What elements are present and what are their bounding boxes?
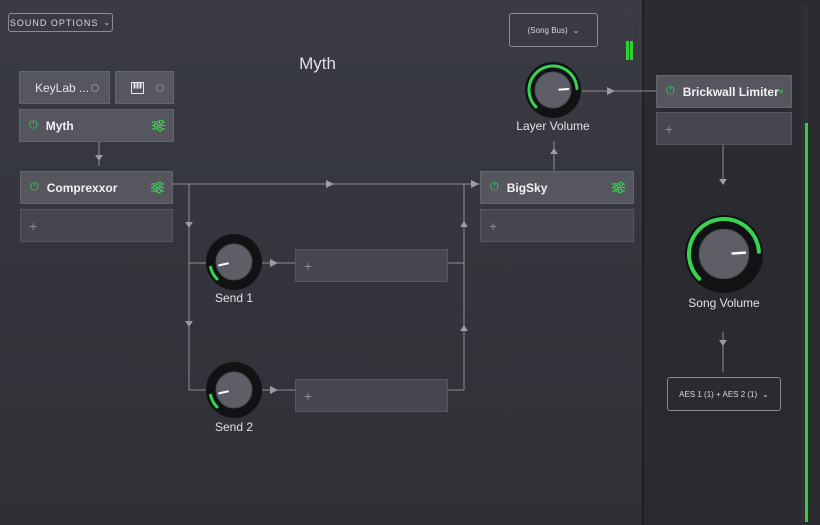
knob-indicator bbox=[731, 251, 747, 255]
sliders-icon[interactable] bbox=[612, 181, 625, 194]
chevron-down-icon: ⌄ bbox=[572, 25, 580, 35]
instrument-block-myth[interactable]: ⏻ Myth bbox=[19, 109, 174, 142]
layer-meter-left bbox=[626, 6, 629, 60]
sound-options-label: SOUND OPTIONS bbox=[9, 17, 99, 28]
layer-meter-right bbox=[630, 6, 633, 60]
layer-meter-left-fill bbox=[626, 41, 629, 60]
song-volume-label: Song Volume bbox=[688, 296, 760, 310]
effect-block-bigsky[interactable]: ⏻ BigSky bbox=[480, 171, 634, 204]
power-icon[interactable]: ⏻ bbox=[29, 119, 38, 131]
empty-effect-slot[interactable]: + bbox=[20, 209, 173, 242]
knob-level-arc bbox=[687, 217, 761, 281]
send1-effect-slot[interactable]: + bbox=[295, 249, 448, 282]
send2-label: Send 2 bbox=[214, 420, 254, 434]
send1-knob[interactable] bbox=[205, 233, 263, 291]
piano-keys-icon bbox=[131, 81, 144, 94]
knob-indicator bbox=[558, 88, 570, 91]
effect-block-brickwall-limiter[interactable]: ⏻ Brickwall Limiter bbox=[656, 75, 792, 108]
sound-options-button[interactable]: SOUND OPTIONS ⌄ bbox=[8, 13, 113, 32]
song-volume-knob[interactable] bbox=[684, 214, 764, 294]
effect-name: Comprexxor bbox=[46, 180, 118, 195]
song-meter-right bbox=[805, 4, 808, 522]
effect-block-comprexxor[interactable]: ⏻ Comprexxor bbox=[20, 171, 173, 204]
knob-cap bbox=[215, 243, 253, 281]
sliders-icon[interactable] bbox=[151, 181, 164, 194]
knob-cap bbox=[215, 371, 253, 409]
midi-source-label: KeyLab ... bbox=[35, 80, 90, 95]
output-selector-value: AES 1 (1) + AES 2 (1) bbox=[679, 389, 758, 399]
power-icon[interactable]: ⏻ bbox=[666, 85, 675, 97]
effect-name: Brickwall Limiter bbox=[682, 84, 779, 99]
midi-source-chip[interactable]: KeyLab ... bbox=[19, 71, 110, 104]
song-meter-right-fill bbox=[805, 123, 808, 522]
bus-selector-dropdown[interactable]: (Song Bus) ⌄ bbox=[509, 13, 598, 47]
power-icon[interactable]: ⏻ bbox=[30, 181, 39, 193]
sliders-icon[interactable] bbox=[152, 119, 165, 132]
knob-level-arc bbox=[527, 64, 579, 109]
knob-level-arc bbox=[209, 393, 219, 409]
output-selector-dropdown[interactable]: AES 1 (1) + AES 2 (1) ⌄ bbox=[667, 377, 781, 411]
send2-knob[interactable] bbox=[205, 361, 263, 419]
bus-selector-value: (Song Bus) bbox=[527, 25, 568, 35]
send2-effect-slot[interactable]: + bbox=[295, 379, 448, 412]
send1-label: Send 1 bbox=[214, 291, 254, 305]
power-icon[interactable]: ⏻ bbox=[490, 181, 499, 193]
knob-indicator bbox=[218, 262, 229, 267]
midi-keyboard-chip[interactable] bbox=[115, 71, 174, 104]
layer-volume-label: Layer Volume bbox=[516, 119, 590, 133]
chevron-down-icon: ⌄ bbox=[103, 18, 112, 27]
status-indicator-icon bbox=[156, 83, 164, 92]
knob-cap bbox=[698, 228, 750, 280]
song-meter-left bbox=[801, 4, 804, 522]
layer-volume-knob[interactable] bbox=[524, 61, 582, 119]
knob-cap bbox=[534, 71, 572, 109]
preset-title: Myth bbox=[299, 54, 336, 73]
empty-effect-slot[interactable]: + bbox=[480, 209, 634, 242]
knob-level-arc bbox=[209, 265, 219, 281]
sliders-icon[interactable] bbox=[778, 85, 783, 98]
chevron-down-icon: ⌄ bbox=[762, 389, 769, 399]
empty-effect-slot[interactable]: + bbox=[656, 112, 792, 145]
layer-meter-right-fill bbox=[630, 41, 633, 60]
knob-indicator bbox=[218, 390, 229, 395]
instrument-name: Myth bbox=[45, 118, 74, 133]
effect-name: BigSky bbox=[506, 180, 548, 195]
status-indicator-icon bbox=[91, 83, 99, 92]
